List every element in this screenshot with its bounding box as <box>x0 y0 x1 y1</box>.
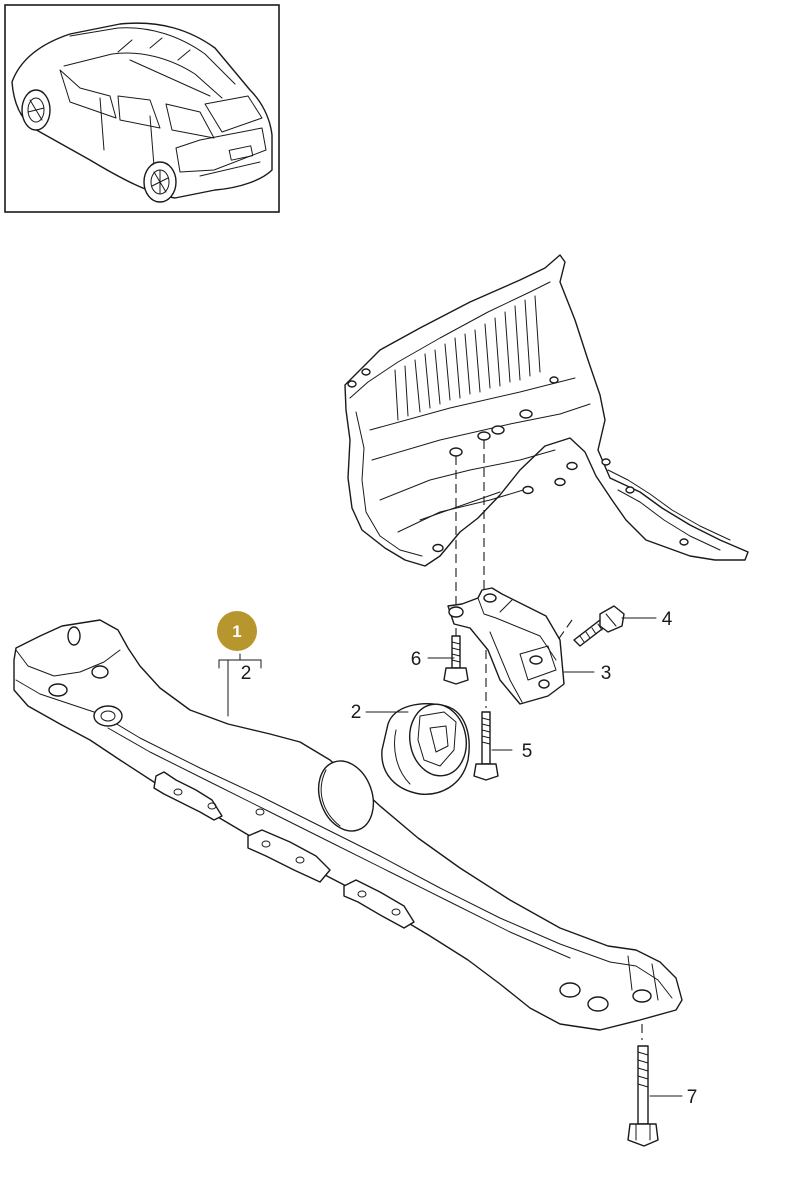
transmission-housing <box>344 254 749 567</box>
bolt-7 <box>627 1045 659 1147</box>
callout-5: 5 <box>522 741 533 762</box>
callout-7: 7 <box>687 1087 698 1108</box>
transmission-bracket <box>447 587 565 705</box>
bolt-6 <box>443 635 469 685</box>
bolt-4 <box>573 605 625 647</box>
badge-circle <box>217 611 257 651</box>
part-badge: 1 <box>217 611 257 651</box>
suv-icon <box>11 22 273 203</box>
vehicle-thumbnail <box>4 4 280 213</box>
callout-4: 4 <box>662 609 673 630</box>
cross-member <box>13 619 683 1031</box>
leader-lines <box>218 617 683 1097</box>
callout-group-2: 2 <box>241 663 252 684</box>
callout-3: 3 <box>601 663 612 684</box>
callout-6: 6 <box>411 649 422 670</box>
rubber-mount <box>381 703 470 795</box>
badge-label: 1 <box>232 622 241 641</box>
callout-2: 2 <box>351 702 362 723</box>
bolt-5 <box>473 711 499 781</box>
